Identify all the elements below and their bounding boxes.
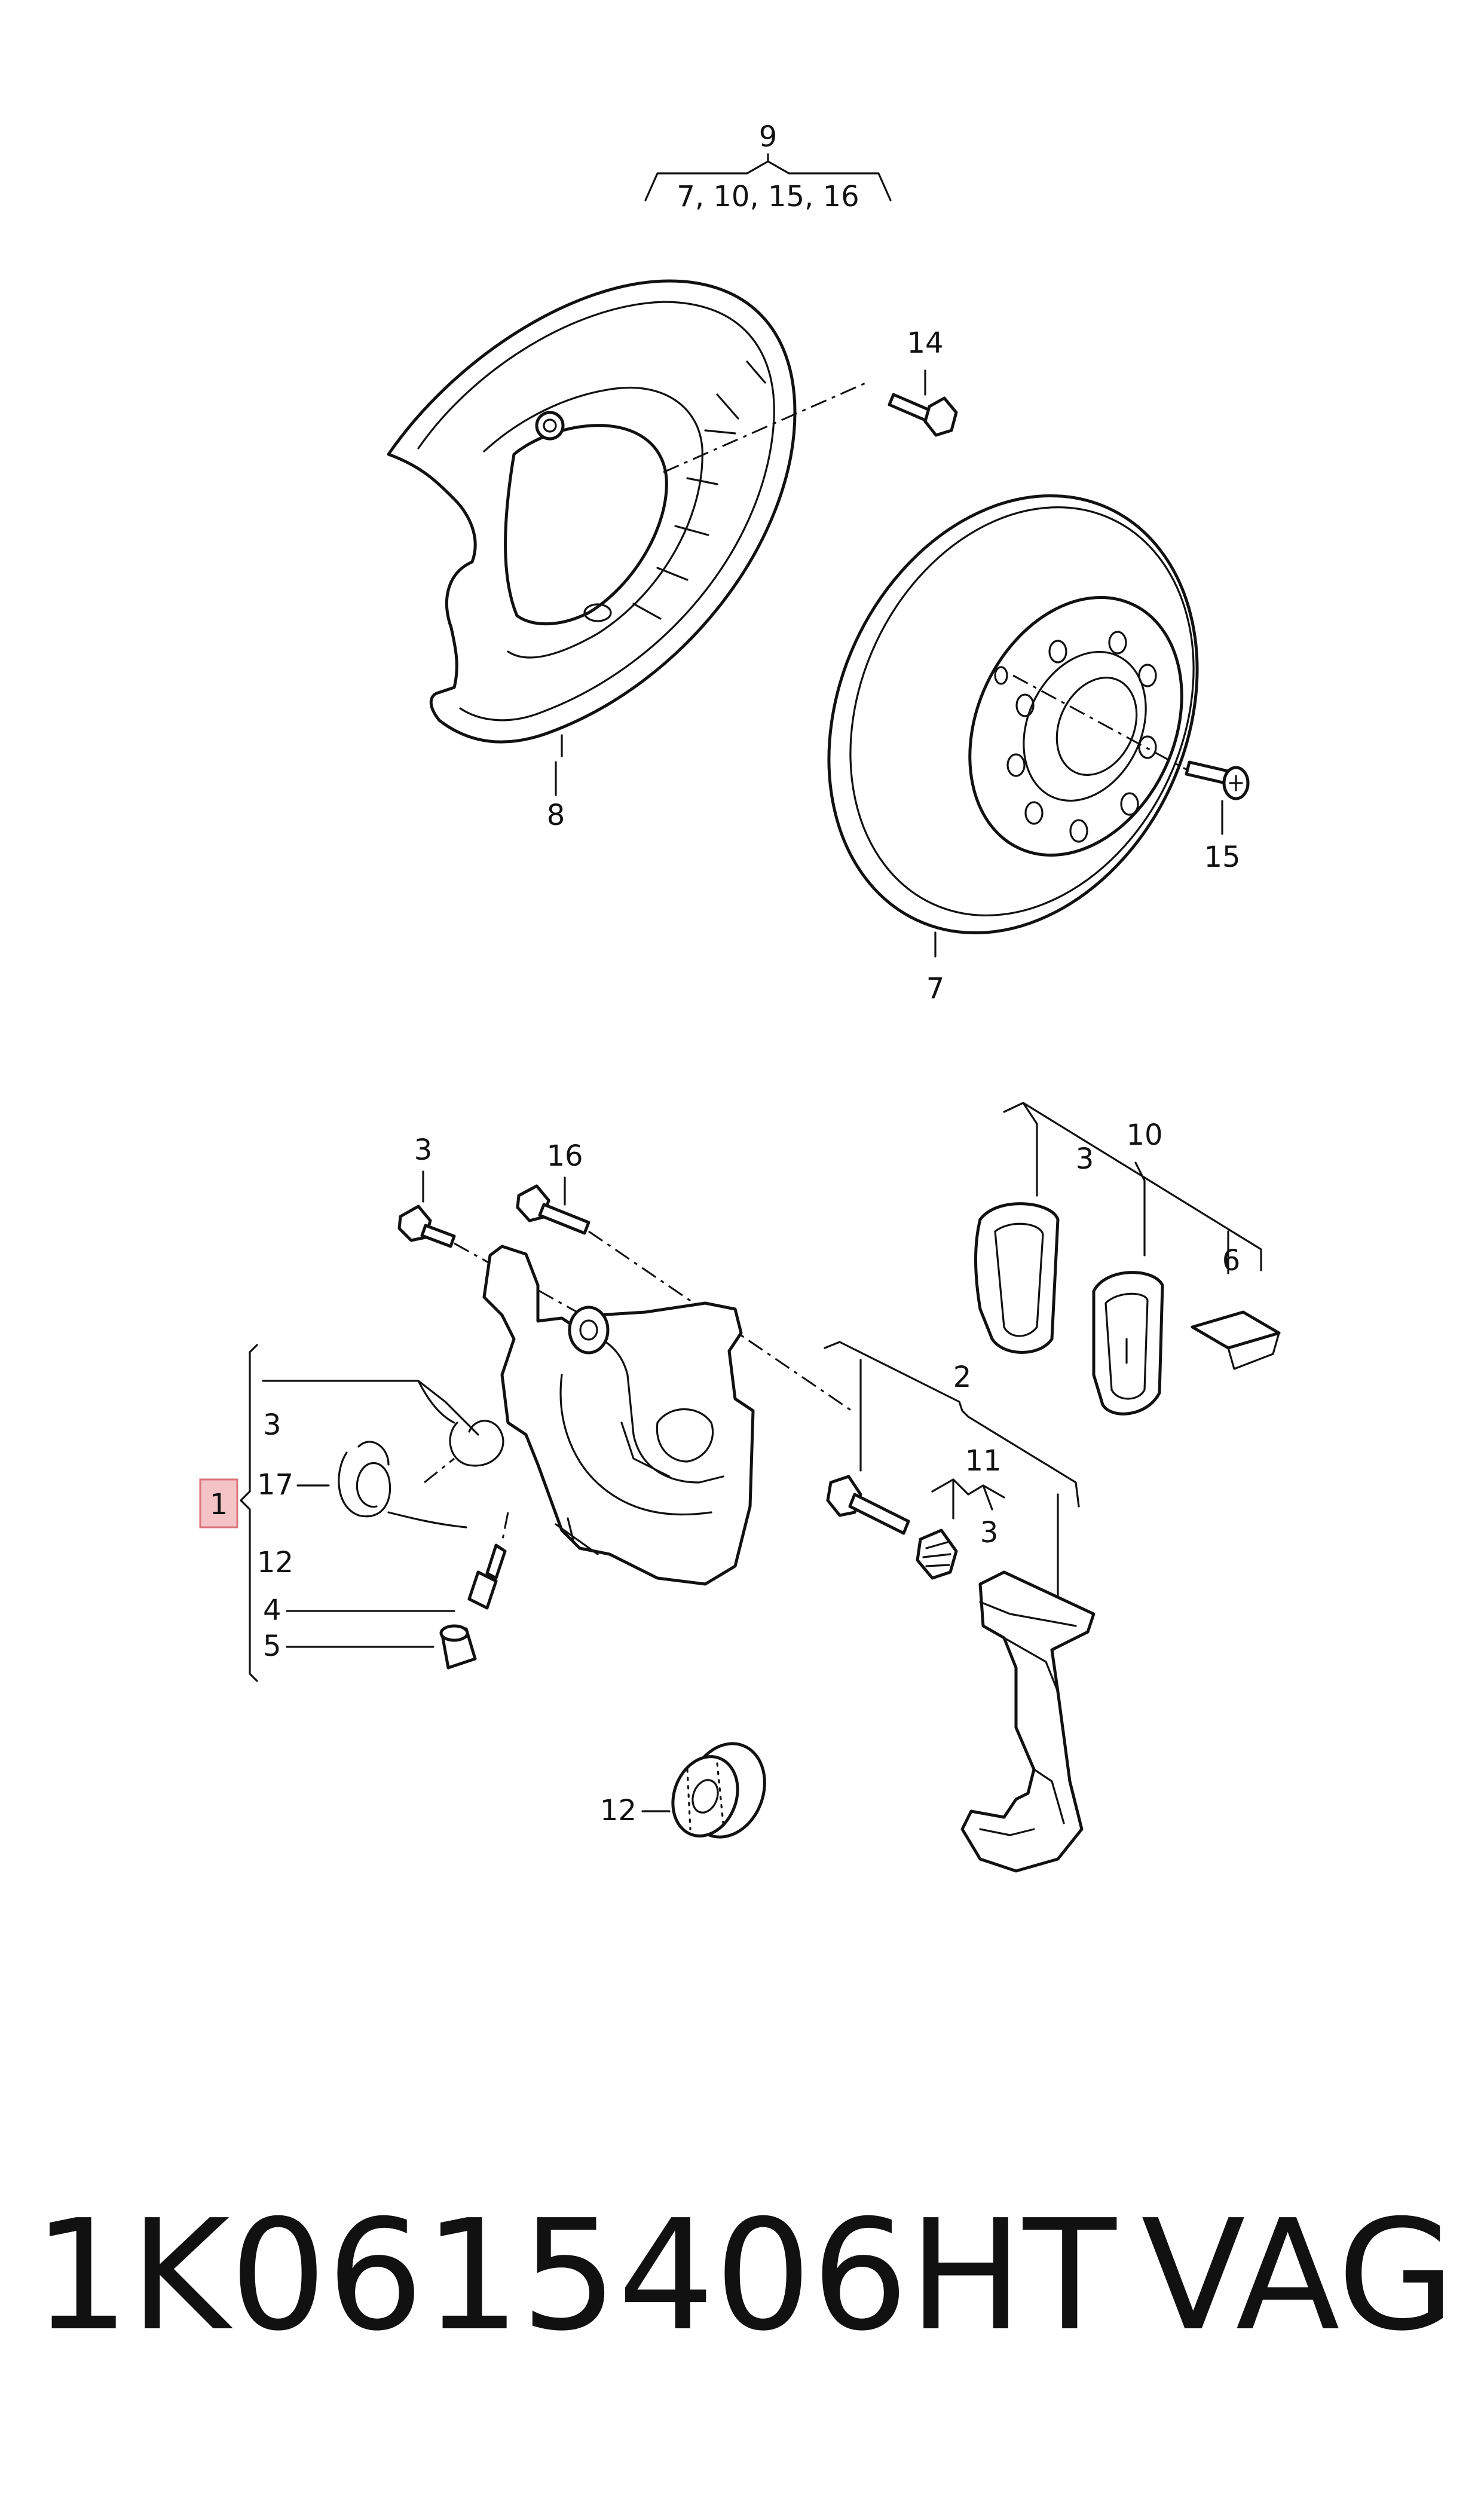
- callout-11: 11: [965, 1444, 1001, 1478]
- guide-pin: [826, 1475, 910, 1535]
- part-number: 1K0615406HT: [33, 2187, 1116, 2365]
- callout-9-subitems: 7, 10, 15, 16: [677, 180, 859, 213]
- footer: 1K0615406HT VAG: [33, 2200, 1455, 2379]
- callout-8: 8: [547, 799, 565, 832]
- callout-9: 9: [759, 120, 778, 154]
- callout-3-pads: 3: [1076, 1142, 1094, 1176]
- callout-2-bracket: [824, 1341, 1080, 1603]
- bolt-16: [516, 1184, 852, 1412]
- callout-14: 14: [907, 326, 943, 360]
- callout-5: 5: [263, 1630, 281, 1663]
- spring-3: [417, 1380, 504, 1484]
- guide-boot: [916, 1528, 958, 1580]
- callout-12: 12: [600, 1794, 637, 1827]
- callout-2: 2: [953, 1361, 972, 1394]
- callout-9-bracket-left: [644, 153, 769, 201]
- callout-7: 7: [926, 972, 945, 1005]
- caliper-carrier: [960, 1570, 1096, 1873]
- spring-17: [338, 1441, 467, 1528]
- part-highlight-box: [199, 1478, 238, 1528]
- callout-10: 10: [1126, 1118, 1162, 1152]
- callout-11-bracket: [931, 1478, 1005, 1520]
- caliper: [482, 1245, 755, 1586]
- callout-1: 1: [210, 1488, 228, 1521]
- bolt-14: [888, 393, 958, 437]
- brake-pad-outer: [1092, 1271, 1164, 1416]
- callout-3-guide: 3: [980, 1516, 999, 1549]
- bolt-3: [397, 1204, 631, 1343]
- brand-label: VAG: [1141, 2187, 1455, 2365]
- group-1-bracket: [240, 1344, 479, 1682]
- callout-12-group: 12: [257, 1546, 293, 1579]
- brake-disc: [827, 494, 1199, 935]
- callout-9-group: 9 7, 10, 15, 16: [644, 120, 892, 213]
- grommet-12: [671, 1742, 766, 1839]
- brake-pad-inner: [974, 1202, 1060, 1354]
- callout-6: 6: [1222, 1244, 1241, 1277]
- bleeder-valve-4: [467, 1512, 509, 1610]
- callout-3-bolt: 3: [414, 1133, 433, 1167]
- dust-cap-5: [439, 1624, 477, 1670]
- callout-17: 17: [257, 1468, 293, 1502]
- callout-16: 16: [546, 1139, 583, 1173]
- screw-15: [1185, 760, 1250, 800]
- callout-3-group: 3: [263, 1408, 281, 1442]
- callout-4: 4: [263, 1594, 281, 1627]
- callout-15: 15: [1204, 840, 1240, 874]
- callout-10-bracket: [1003, 1102, 1262, 1274]
- dust-shield: [387, 279, 867, 757]
- callout-9-bracket-right: [767, 160, 892, 201]
- clip-6: [1191, 1310, 1281, 1370]
